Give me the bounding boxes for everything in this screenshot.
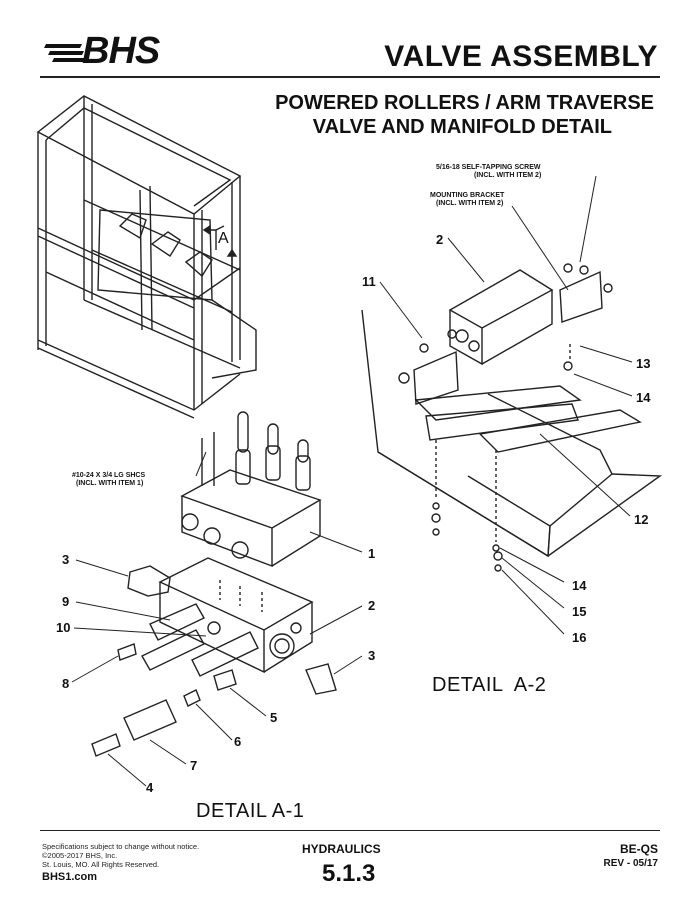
section-name: HYDRAULICS <box>302 842 381 856</box>
note-bracket-line-1: MOUNTING BRACKET <box>430 192 505 199</box>
detail-a1-drawing <box>91 411 337 757</box>
callout-a1-4: 4 <box>146 780 154 795</box>
caption-detail-a1: DETAIL A-1 <box>196 800 305 822</box>
footer-divider <box>40 830 660 831</box>
callout-a1-10: 10 <box>56 620 71 635</box>
view-label-a: A <box>218 230 229 247</box>
callout-a2-2: 2 <box>436 232 444 247</box>
callout-a1-1: 1 <box>368 546 376 561</box>
callout-a1-6: 6 <box>234 734 242 749</box>
note-screw-line-1: 5/16-18 SELF-TAPPING SCREW <box>436 164 541 171</box>
header-divider <box>40 76 660 78</box>
callout-a1-5: 5 <box>270 710 278 725</box>
note-shcs-line-1: #10-24 X 3/4 LG SHCS <box>72 472 146 479</box>
callout-a2-13: 13 <box>636 356 651 371</box>
callout-a1-2: 2 <box>368 598 376 613</box>
caption-detail-a2: DETAIL A-2 <box>432 674 547 696</box>
brand-name: BHS <box>82 30 160 72</box>
bhs-logo <box>44 44 86 62</box>
callout-a1-3-right: 3 <box>368 648 376 663</box>
detail-a2-drawing <box>361 263 663 572</box>
frame-overview-illustration <box>36 95 257 419</box>
note-bracket-line-2: (INCL. WITH ITEM 2) <box>436 200 504 207</box>
doc-code: BE-QS <box>619 842 658 856</box>
callout-a2-15: 15 <box>572 604 587 619</box>
callout-a1-3-left: 3 <box>62 552 70 567</box>
page-title: VALVE ASSEMBLY <box>384 40 658 73</box>
note-screw-line-2: (INCL. WITH ITEM 2) <box>474 172 542 179</box>
legal-line-3: St. Louis, MO. All Rights Reserved. <box>42 860 160 869</box>
legal-line-2: ©2005-2017 BHS, Inc. <box>42 851 118 860</box>
callout-a1-9: 9 <box>62 594 70 609</box>
callout-a2-14-lower: 14 <box>572 578 587 593</box>
subtitle-line-2: VALVE AND MANIFOLD DETAIL <box>312 116 612 138</box>
callout-a1-8: 8 <box>62 676 70 691</box>
website-link[interactable]: BHS1.com <box>42 871 98 883</box>
leader-lines <box>71 175 633 787</box>
callout-a2-12: 12 <box>634 512 649 527</box>
callout-a2-11: 11 <box>362 274 376 289</box>
callout-a2-16: 16 <box>572 630 587 645</box>
revision: REV - 05/17 <box>603 858 658 869</box>
callout-a2-14-upper: 14 <box>636 390 651 405</box>
note-shcs-line-2: (INCL. WITH ITEM 1) <box>76 480 144 487</box>
subtitle-line-1: POWERED ROLLERS / ARM TRAVERSE <box>275 92 654 114</box>
section-number: 5.1.3 <box>322 860 376 887</box>
callout-a1-7: 7 <box>190 758 198 773</box>
legal-line-1: Specifications subject to change without… <box>42 842 200 851</box>
